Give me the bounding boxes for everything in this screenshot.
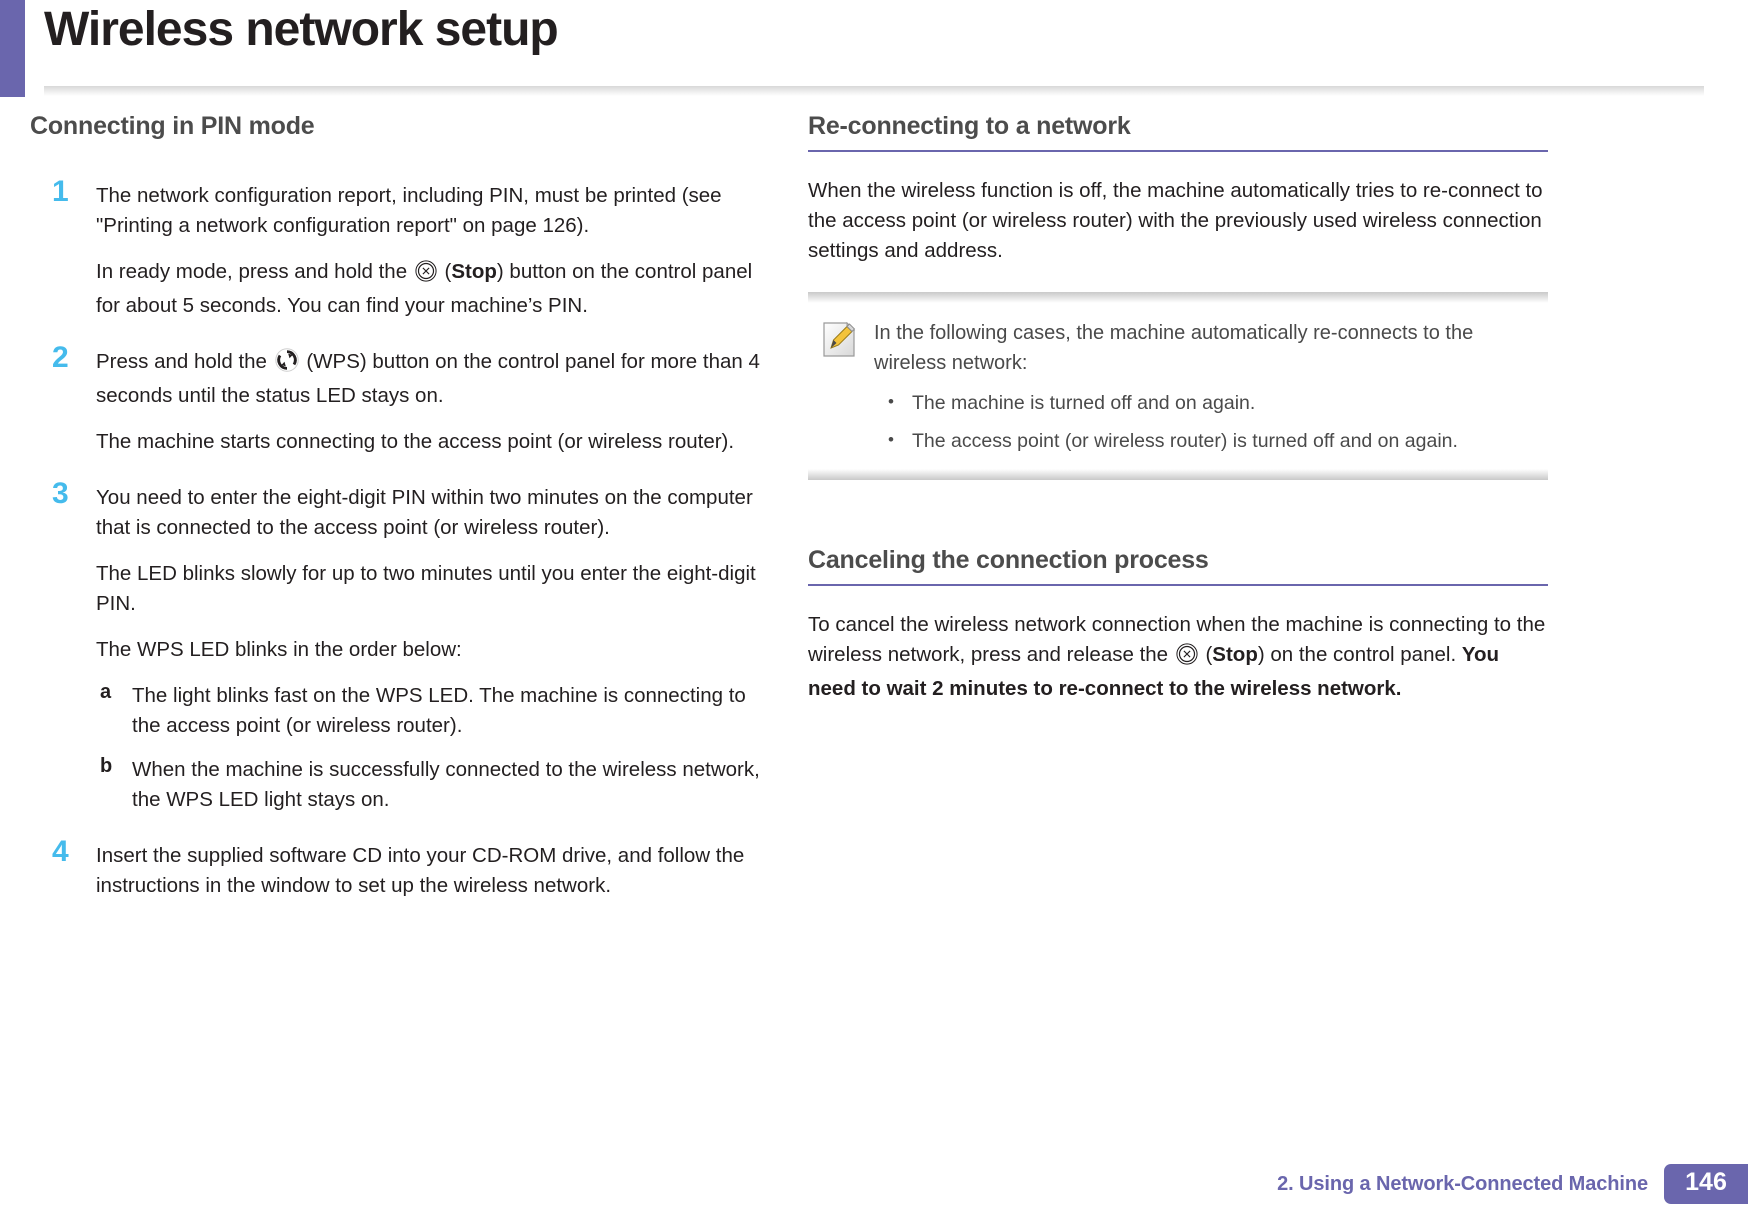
step-number: 1: [52, 175, 69, 208]
heading-spacer: [30, 147, 770, 181]
step-item: 4 Insert the supplied software CD into yo…: [30, 837, 770, 901]
step-paragraph: The LED blinks slowly for up to two minu…: [96, 562, 756, 615]
note-bullet-item: The machine is turned off and on again.: [874, 387, 1540, 418]
reconnect-paragraph: When the wireless function is off, the m…: [808, 179, 1543, 262]
substep-letter: b: [100, 755, 113, 777]
step-paragraph: Press and hold the (WPS) button on the c…: [96, 348, 760, 407]
step-item: 1 The network configuration report, inclu…: [30, 177, 770, 321]
wps-button-icon: [274, 348, 299, 381]
stop-button-icon: [1176, 643, 1198, 674]
note-intro-text: In the following cases, the machine auto…: [874, 322, 1474, 374]
step-paragraph: The WPS LED blinks in the order below:: [96, 638, 462, 661]
step-number: 4: [52, 835, 69, 868]
step-item: 2 Press and hold the (WPS) button on the …: [30, 343, 770, 457]
bold-text: You need to wait 2 minutes to re-connect…: [808, 643, 1500, 700]
step-number: 3: [52, 477, 69, 510]
step-number: 2: [52, 341, 69, 374]
note-bullet-list: The machine is turned off and on again. T…: [874, 387, 1540, 456]
heading-re-connecting-to-a-network: Re-connecting to a network: [808, 112, 1548, 152]
note-box-reconnect: In the following cases, the machine auto…: [808, 292, 1548, 480]
page-title-band: Wireless network setup: [0, 0, 1748, 97]
footer-chapter-label: 2. Using a Network-Connected Machine: [1277, 1172, 1648, 1195]
substep-letter: a: [100, 681, 112, 703]
note-pencil-icon: [822, 321, 856, 358]
title-accent-bar: [0, 0, 25, 97]
substep-item: a The light blinks fast on the WPS LED. T…: [96, 681, 770, 741]
left-column: Connecting in PIN mode 1 The network conf…: [30, 112, 770, 927]
footer-page-number: 146: [1664, 1164, 1748, 1204]
stop-button-icon: [415, 260, 437, 291]
section-spacer: [808, 512, 1548, 546]
title-divider: [44, 86, 1704, 96]
content-columns: Connecting in PIN mode 1 The network conf…: [0, 112, 1748, 1122]
heading-spacer: [808, 586, 1548, 610]
step-paragraph: The machine starts connecting to the acc…: [96, 430, 735, 453]
bold-text: Stop: [1212, 643, 1258, 666]
step-paragraph: Insert the supplied software CD into you…: [96, 844, 745, 897]
cancel-paragraph: To cancel the wireless network connectio…: [808, 613, 1546, 700]
step-list: 1 The network configuration report, inclu…: [30, 177, 770, 901]
step-item: 3 You need to enter the eight-digit PIN w…: [30, 479, 770, 815]
heading-canceling-the-connection-process: Canceling the connection process: [808, 546, 1548, 586]
right-column: Re-connecting to a network When the wire…: [808, 112, 1548, 724]
heading-connecting-in-pin-mode: Connecting in PIN mode: [30, 112, 315, 140]
substep-text: When the machine is successfully connect…: [132, 758, 760, 811]
step-paragraph: The network configuration report, includ…: [96, 184, 722, 237]
substep-text: The light blinks fast on the WPS LED. Th…: [132, 684, 746, 737]
heading-spacer: [808, 152, 1548, 176]
page-footer: 2. Using a Network-Connected Machine 146: [1277, 1164, 1748, 1204]
step-paragraph: You need to enter the eight-digit PIN wi…: [96, 486, 753, 539]
step-paragraph: In ready mode, press and hold the (Stop)…: [96, 260, 753, 317]
page-title: Wireless network setup: [44, 3, 559, 56]
note-bullet-item: The access point (or wireless router) is…: [874, 425, 1540, 456]
bold-text: Stop: [451, 260, 497, 283]
substep-item: b When the machine is successfully connec…: [96, 755, 770, 815]
